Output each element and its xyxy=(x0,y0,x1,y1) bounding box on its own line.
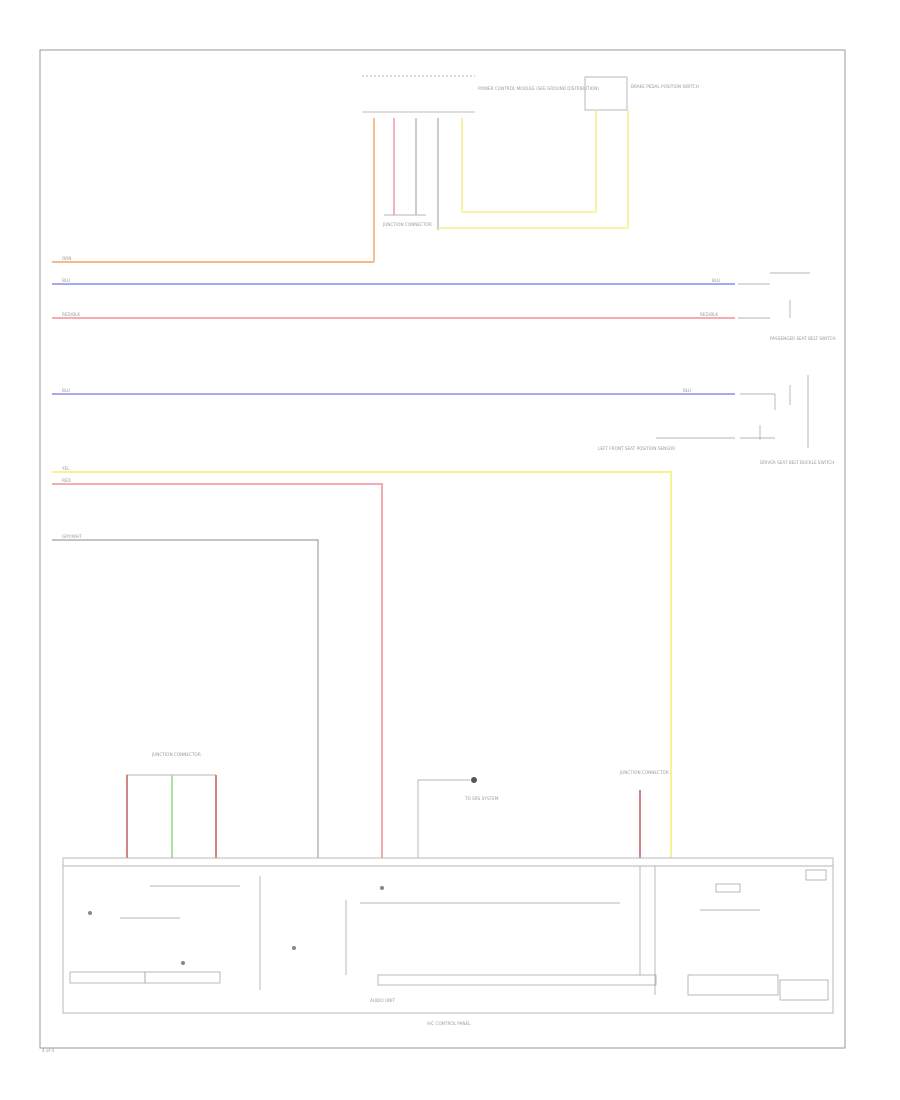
diagram-frame xyxy=(39,49,846,1049)
control-panel-label: A/C CONTROL PANEL xyxy=(427,1021,471,1026)
bottom-junction-right-label: JUNCTION CONNECTOR xyxy=(619,770,669,775)
wire-red: RED xyxy=(52,478,383,858)
top-switch-label: BRAKE PEDAL POSITION SWITCH xyxy=(631,84,699,89)
audio-unit: AUDIO UNIT A/C CONTROL PANEL xyxy=(62,857,834,1026)
wire-yellow: YEL xyxy=(52,466,672,858)
right-sensor-lower-label: DRIVER SEAT BELT BUCKLE SWITCH xyxy=(760,460,834,465)
wire-pink: RED/BLK RED/BLK xyxy=(52,300,791,319)
right-sensor-upper-label: PASSENGER SEAT BELT SWITCH xyxy=(770,336,836,341)
bottom-junction-left-label: JUNCTION CONNECTOR xyxy=(151,752,201,757)
wire-yellow-label: YEL xyxy=(61,466,70,471)
wire-gray-label: GRY/WHT xyxy=(62,534,82,539)
wire-blue-2: BLU BLU xyxy=(52,388,735,395)
page-number: 4 of 4 xyxy=(42,1048,54,1053)
wire-blue-2-right-label: BLU xyxy=(683,388,691,393)
wire-blue-1: BLU BLU xyxy=(52,272,810,285)
wire-blue-1-label: BLU xyxy=(62,278,70,283)
top-switch: BRAKE PEDAL POSITION SWITCH xyxy=(438,76,699,229)
wire-blue-1-right-label: BLU xyxy=(712,278,720,283)
bottom-junction-right: JUNCTION CONNECTOR xyxy=(619,770,669,858)
right-sensor-note: LEFT FRONT SEAT POSITION SENSOR xyxy=(598,446,675,451)
bottom-junction-left: JUNCTION CONNECTOR xyxy=(126,752,217,858)
top-connector: POWER CONTROL MODULE (SEE GROUND DISTRIB… xyxy=(362,75,599,262)
wire-blue-2-label: BLU xyxy=(62,388,70,393)
wire-orange-label: ORN xyxy=(62,256,71,261)
wire-pink-label: RED/BLK xyxy=(62,312,80,317)
wire-orange: ORN xyxy=(52,256,374,263)
right-sensor: LEFT FRONT SEAT POSITION SENSOR DRIVER S… xyxy=(598,375,834,465)
top-connector-label: POWER CONTROL MODULE (SEE GROUND DISTRIB… xyxy=(478,86,599,91)
ground-note-label: TO SRS SYSTEM xyxy=(464,796,499,801)
ground-note: TO SRS SYSTEM xyxy=(417,777,499,858)
wire-pink-right-label: RED/BLK xyxy=(700,312,718,317)
junction-top-label: JUNCTION CONNECTOR xyxy=(382,222,432,227)
wire-red-label: RED xyxy=(62,478,71,483)
unit-title: AUDIO UNIT xyxy=(370,998,395,1003)
wire-gray: GRY/WHT xyxy=(52,534,319,858)
